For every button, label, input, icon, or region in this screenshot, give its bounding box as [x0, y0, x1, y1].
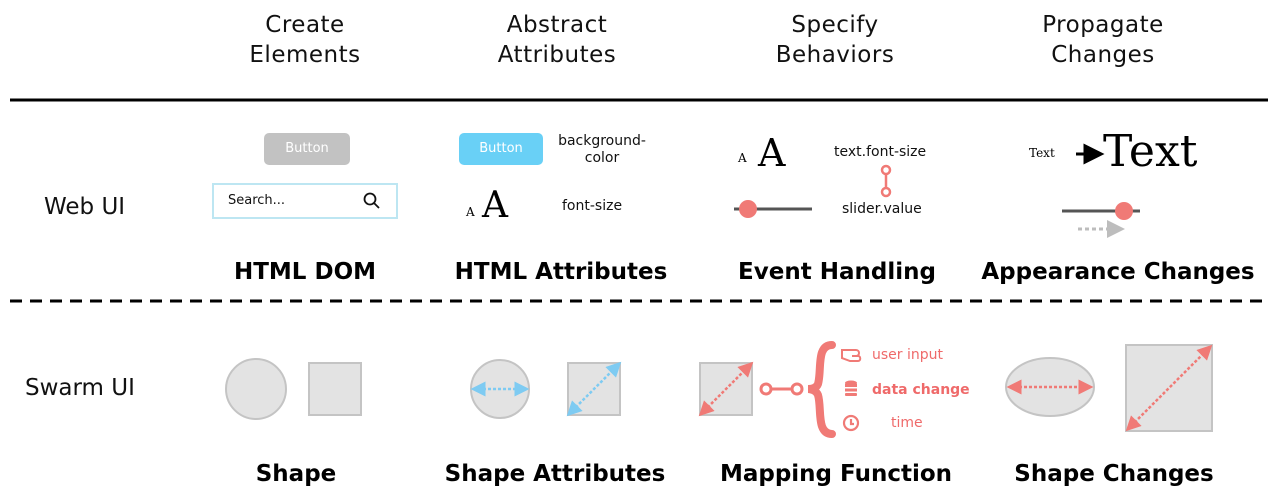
slider-knob	[739, 200, 757, 218]
column-header-line1: Specify	[791, 12, 879, 38]
column-header-line2: Attributes	[497, 42, 617, 68]
glyph-small-a: A	[466, 205, 475, 219]
attr-background-line1: background-	[558, 133, 646, 149]
caption-appearance-changes: Appearance Changes	[981, 259, 1255, 285]
diagonal-arrow	[566, 361, 622, 417]
caption-shape: Shape	[255, 461, 337, 487]
attr-font-size: font-size	[562, 198, 623, 214]
column-header-abstract-attributes: Abstract Attributes	[437, 10, 677, 70]
small-text-sample: Text	[1029, 146, 1055, 160]
search-placeholder: Search...	[228, 193, 286, 208]
attr-background-line2: color	[584, 150, 620, 166]
column-header-line2: Changes	[1051, 42, 1155, 68]
caption-shape-changes: Shape Changes	[1014, 461, 1214, 487]
glyph-small-a: A	[738, 151, 747, 165]
clock-icon	[842, 414, 860, 432]
column-header-specify-behaviors: Specify Behaviors	[715, 10, 955, 70]
mapping-connector-icon	[759, 382, 804, 396]
column-header-create-elements: Create Elements	[185, 10, 425, 70]
curly-brace	[807, 341, 836, 438]
event-text-font-size: text.font-size	[834, 144, 927, 160]
caption-shape-attributes: Shape Attributes	[444, 461, 666, 487]
large-diagonal-arrow	[1125, 344, 1213, 432]
caption-mapping-function: Mapping Function	[719, 461, 953, 487]
input-time: time	[891, 415, 923, 431]
blue-button[interactable]: Button	[459, 133, 543, 165]
column-header-line1: Abstract	[506, 12, 608, 38]
hand-pointer-icon	[841, 349, 862, 362]
input-data-change: data change	[872, 382, 970, 398]
row-label-swarm-ui: Swarm UI	[25, 375, 135, 401]
column-header-line1: Propagate	[1042, 12, 1164, 38]
gray-button[interactable]: Button	[264, 133, 350, 165]
caption-html-dom: HTML DOM	[233, 259, 377, 285]
search-input[interactable]: Search...	[212, 183, 398, 219]
search-icon	[362, 191, 382, 211]
circle-shape	[225, 358, 287, 420]
column-header-line2: Elements	[249, 42, 361, 68]
column-header-line1: Create	[265, 12, 345, 38]
caption-event-handling: Event Handling	[738, 259, 936, 285]
glyph-large-a: A	[482, 185, 508, 226]
caption-html-attributes: HTML Attributes	[454, 259, 668, 285]
link-connector-icon	[880, 164, 892, 198]
row-label-web-ui: Web UI	[44, 194, 126, 220]
input-user-input: user input	[872, 347, 943, 363]
attr-background-color: background- color	[552, 133, 652, 167]
event-slider-value: slider.value	[842, 201, 922, 217]
square-shape	[308, 362, 362, 416]
database-icon	[845, 380, 857, 396]
large-text-sample: Text	[1103, 126, 1198, 177]
slider-knob-moved	[1115, 202, 1133, 220]
column-header-line2: Behaviors	[775, 42, 895, 68]
mapped-diagonal-arrow	[698, 361, 754, 417]
glyph-large-a: A	[758, 131, 786, 175]
column-header-propagate-changes: Propagate Changes	[983, 10, 1223, 70]
